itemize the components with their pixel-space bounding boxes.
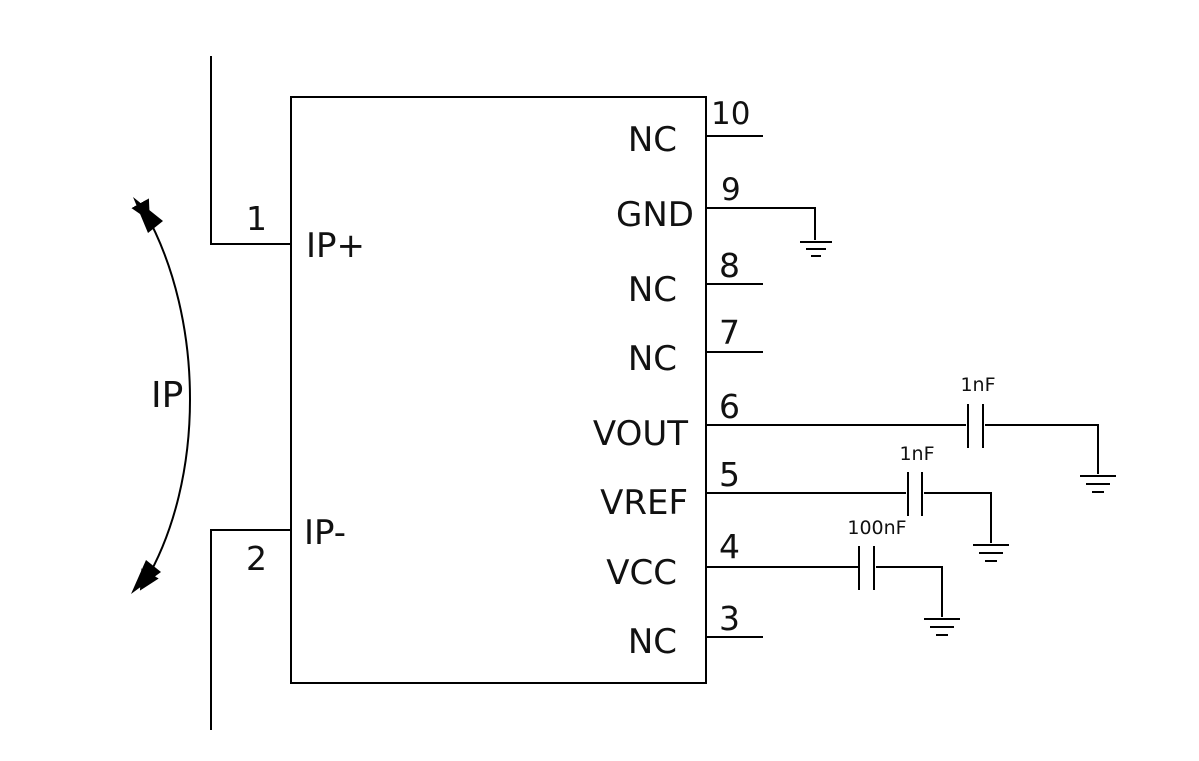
arc-arrow-top-icon xyxy=(133,197,163,233)
pin-4-number: 4 xyxy=(719,527,740,566)
pin-7-number: 7 xyxy=(719,313,740,352)
cap-3-value: 100nF xyxy=(847,517,906,539)
pin-9-name: GND xyxy=(616,195,694,235)
capacitor-icon xyxy=(858,546,875,590)
ground-icon xyxy=(973,544,1009,562)
capacitor-icon xyxy=(967,404,984,448)
cap-1-value: 1nF xyxy=(960,374,995,396)
pin-6-name: VOUT xyxy=(593,414,688,454)
pin-ip-plus-label: IP+ xyxy=(306,226,365,266)
capacitor-icon xyxy=(907,472,923,516)
current-label: IP xyxy=(151,375,183,416)
pin-9-number: 9 xyxy=(721,172,741,208)
pin-5-name: VREF xyxy=(600,483,688,523)
ground-icon xyxy=(1080,475,1116,493)
pin-8-number: 8 xyxy=(719,246,740,285)
pin-3-name: NC xyxy=(628,622,677,662)
cap-2-value: 1nF xyxy=(899,443,934,465)
ip-plus-wire xyxy=(210,56,291,245)
pin-5-number: 5 xyxy=(719,455,740,494)
current-direction-arc xyxy=(131,198,191,591)
pin-3-number: 3 xyxy=(719,599,740,638)
pin-ip-minus-label: IP- xyxy=(304,513,346,553)
pin-8-name: NC xyxy=(628,270,677,310)
pin-9-gnd-wire xyxy=(706,207,816,240)
ip-minus-wire xyxy=(210,529,291,730)
cap-3-ground-wire xyxy=(876,566,943,617)
pin-7-name: NC xyxy=(628,339,677,379)
ground-icon xyxy=(800,241,832,257)
pin-1-number: 1 xyxy=(246,199,267,238)
pin-10-name: NC xyxy=(628,120,677,160)
pin-10-number: 10 xyxy=(711,96,750,132)
ic-body xyxy=(290,96,707,684)
pin-6-number: 6 xyxy=(719,387,740,426)
pin-4-name: VCC xyxy=(606,553,677,593)
pin-2-number: 2 xyxy=(246,539,267,578)
ground-icon xyxy=(924,618,960,636)
cap-2-ground-wire xyxy=(924,492,992,543)
arc-arrow-bottom-icon xyxy=(131,560,161,594)
cap-1-ground-wire xyxy=(985,424,1099,474)
